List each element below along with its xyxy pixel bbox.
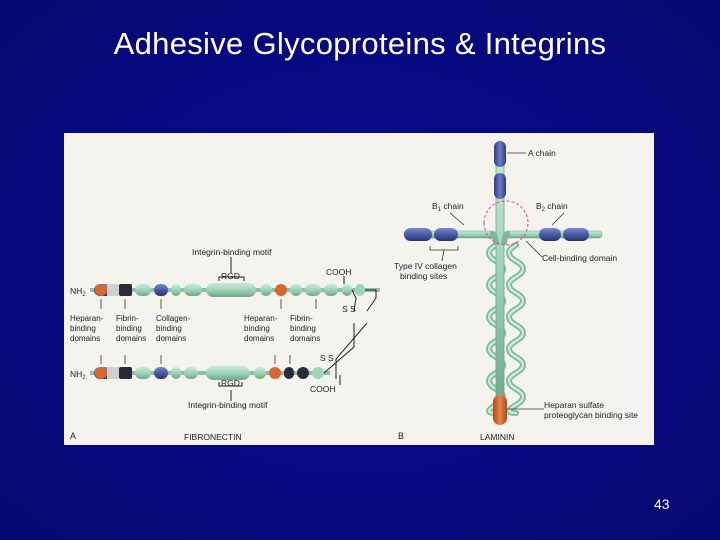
domain-block	[260, 284, 272, 296]
domain-label-collagen: Collagen- binding domains	[156, 314, 192, 343]
a-chain-label: A chain	[528, 148, 556, 158]
domain-label-heparan-2: Heparan- binding domains	[244, 314, 280, 343]
integrin-motif-label-bottom: Integrin-binding motif	[188, 400, 268, 410]
fibronectin-caption: FIBRONECTIN	[184, 432, 242, 442]
domain-block	[135, 284, 151, 296]
ss-label-top: S S	[342, 304, 356, 314]
figure-panel: Integrin-binding motif RGD RGD Integrin-…	[64, 133, 654, 445]
laminin-caption: LAMININ	[480, 432, 514, 442]
domain-block	[107, 367, 119, 379]
heparan-domain-block	[95, 284, 107, 296]
b1-chain-label: B1 chain	[432, 201, 464, 213]
nh2-label-bottom: NH2	[70, 369, 86, 381]
heparan-domain-block	[275, 284, 287, 296]
integrin-motif-label-top: Integrin-binding motif	[192, 247, 272, 257]
fibrin-domain-block	[297, 367, 309, 379]
page-number: 43	[654, 496, 670, 512]
fibrin-domain-block	[119, 284, 132, 296]
domain-block	[171, 367, 181, 379]
fibrin-domain-block	[284, 367, 294, 379]
domain-block	[171, 284, 181, 296]
a-chain-domain	[494, 173, 506, 199]
fibrin-domain-block	[119, 367, 132, 379]
rgd-label-top: RGD	[221, 271, 240, 281]
fibronectin-top-strand	[90, 283, 380, 297]
domain-block	[324, 284, 338, 296]
b1-chain-domain	[434, 228, 458, 241]
domain-block	[184, 284, 202, 296]
collagen-domain-block	[154, 367, 168, 379]
heparan-domain-block	[95, 367, 107, 379]
cell-binding-domain-label: Cell-binding domain	[542, 253, 617, 263]
domain-block	[135, 367, 151, 379]
cooh-label-bottom: COOH	[310, 384, 336, 394]
laminin-panel: A chain B1 chain B2 chain Type IV collag…	[394, 141, 638, 442]
domain-block	[254, 367, 266, 379]
b2-chain-label: B2 chain	[536, 201, 568, 213]
fibronectin-laminin-diagram: Integrin-binding motif RGD RGD Integrin-…	[64, 133, 654, 445]
domain-block	[342, 284, 352, 296]
type-iv-collagen-label: Type IV collagen binding sites	[394, 261, 459, 281]
domain-block	[290, 284, 302, 296]
panel-a-letter: A	[70, 431, 76, 441]
domain-label-fibrin-1: Fibrin- binding domains	[116, 314, 146, 343]
fibronectin-bottom-strand	[90, 366, 330, 380]
collagen-domain-block	[154, 284, 168, 296]
domain-block	[107, 284, 119, 296]
b2-chain-domain	[539, 228, 561, 241]
domain-label-heparan-1: Heparan- binding domains	[70, 314, 106, 343]
nh2-label-top: NH2	[70, 286, 86, 298]
slide-title: Adhesive Glycoproteins & Integrins	[0, 26, 720, 62]
rgd-label-bottom: RGD	[221, 378, 240, 388]
heparan-sulfate-label: Heparan sulfate proteoglycan binding sit…	[544, 400, 638, 420]
rgd-domain-block	[206, 283, 256, 297]
domain-block	[312, 367, 324, 379]
ss-label-bottom: S S	[320, 353, 334, 363]
b1-chain-domain	[404, 228, 432, 241]
domain-labels: Heparan- binding domains Fibrin- binding…	[70, 314, 320, 343]
fibronectin-panel: Integrin-binding motif RGD RGD Integrin-…	[70, 247, 380, 442]
cooh-label-top: COOH	[326, 267, 352, 277]
heparan-sulfate-domain	[493, 395, 507, 425]
panel-b-letter: B	[398, 431, 404, 441]
domain-block	[305, 284, 321, 296]
a-chain-domain	[494, 141, 506, 167]
heparan-domain-block	[269, 367, 281, 379]
domain-block	[184, 367, 198, 379]
b2-chain-domain	[563, 228, 589, 241]
domain-label-fibrin-2: Fibrin- binding domains	[290, 314, 320, 343]
domain-block	[355, 284, 365, 296]
